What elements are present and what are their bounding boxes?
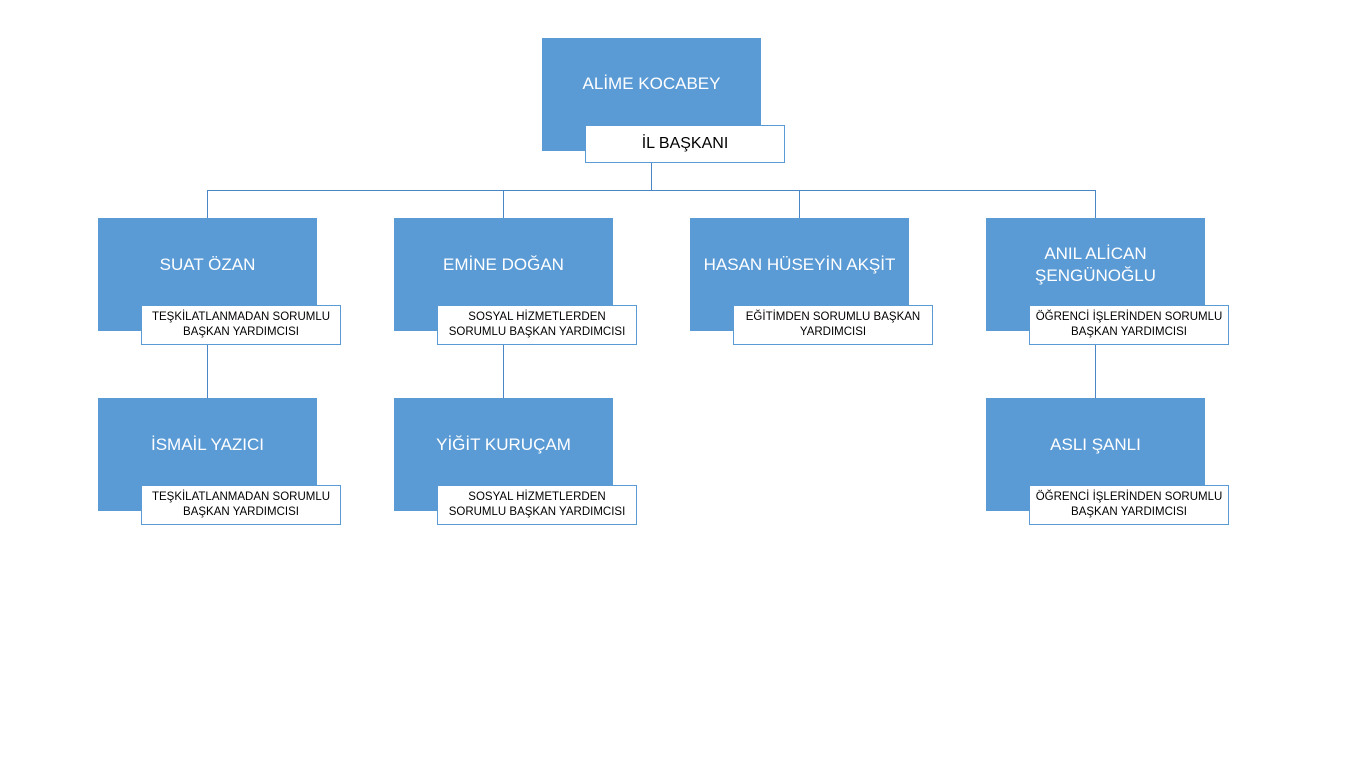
node-name: EMİNE DOĞAN [443,254,564,274]
role-label-suat-ozan: TEŞKİLATLANMADAN SORUMLU BAŞKAN YARDIMCI… [141,305,341,345]
node-name: YİĞİT KURUÇAM [436,434,571,454]
role-label-hasan-huseyin-aksit: EĞİTİMDEN SORUMLU BAŞKAN YARDIMCISI [733,305,933,345]
role-label-yigit-kurucam: SOSYAL HİZMETLERDEN SORUMLU BAŞKAN YARDI… [437,485,637,525]
role-label-asli-sanli: ÖĞRENCİ İŞLERİNDEN SORUMLU BAŞKAN YARDIM… [1029,485,1229,525]
node-name: SUAT ÖZAN [159,254,256,274]
node-name: İSMAİL YAZICI [150,434,265,454]
role-label-anil-alican-sengunoglu: ÖĞRENCİ İŞLERİNDEN SORUMLU BAŞKAN YARDIM… [1029,305,1229,345]
node-name: ASLI ŞANLI [1050,434,1141,454]
node-name: ALİME KOCABEY [582,73,721,93]
node-name: ANIL ALİCAN ŞENGÜNOĞLU [1035,243,1156,285]
role-label-root: İL BAŞKANI [585,125,785,163]
node-name: HASAN HÜSEYİN AKŞİT [703,254,896,274]
role-label-emine-dogan: SOSYAL HİZMETLERDEN SORUMLU BAŞKAN YARDI… [437,305,637,345]
role-label-ismail-yazici: TEŞKİLATLANMADAN SORUMLU BAŞKAN YARDIMCI… [141,485,341,525]
